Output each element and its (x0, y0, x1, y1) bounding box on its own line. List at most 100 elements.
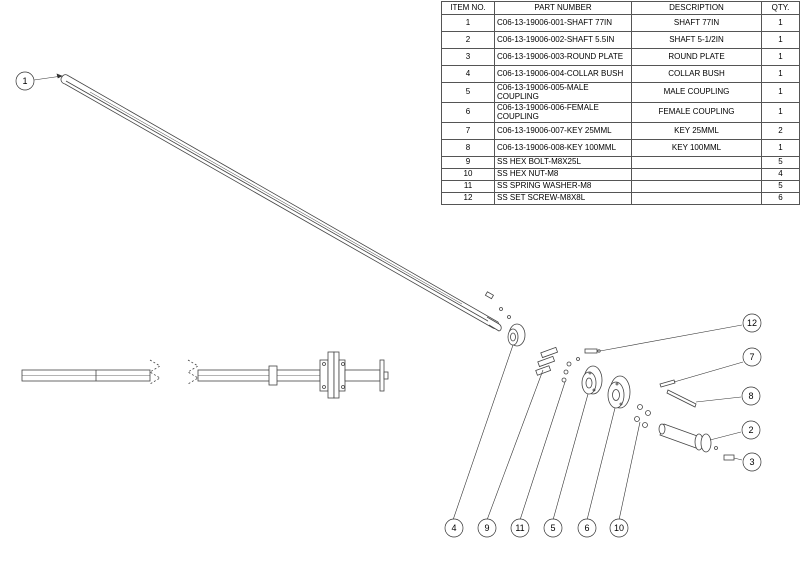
bom-item: 1 (441, 14, 495, 32)
bill-of-materials-table: ITEM NO. PART NUMBER DESCRIPTION QTY. 1 … (441, 1, 800, 205)
bom-qty: 5 (761, 156, 800, 169)
bom-header-desc: DESCRIPTION (631, 1, 762, 15)
bom-desc: SHAFT 77IN (631, 14, 762, 32)
bom-part: SS HEX BOLT-M8X25L (494, 156, 632, 169)
table-row: 6 C06-13-19006-006-FEMALE COUPLING FEMAL… (441, 102, 800, 123)
balloon-3 (742, 452, 762, 472)
set-screw-upper (484, 291, 511, 319)
bom-item: 9 (441, 156, 495, 169)
balloon-2-label: 2 (748, 425, 753, 435)
balloon-6-label: 6 (584, 523, 589, 533)
bom-part: C06-13-19006-003-ROUND PLATE (494, 48, 632, 66)
bom-part: SS HEX NUT-M8 (494, 168, 632, 181)
balloon-7 (742, 347, 762, 367)
bom-desc: COLLAR BUSH (631, 65, 762, 83)
bom-desc: FEMALE COUPLING (631, 102, 762, 123)
bom-part: C06-13-19006-005-MALE COUPLING (494, 82, 632, 103)
bom-desc (631, 192, 762, 205)
balloon-4 (444, 518, 464, 538)
bom-qty: 1 (761, 82, 800, 103)
balloon-2 (741, 420, 761, 440)
balloon-11 (510, 518, 530, 538)
short-shaft (658, 423, 704, 451)
balloon-11-label: 11 (515, 523, 524, 533)
table-row: 12 SS SET SCREW-M8X8L 6 (441, 192, 800, 205)
table-row: 11 SS SPRING WASHER-M8 5 (441, 180, 800, 193)
bom-desc: MALE COUPLING (631, 82, 762, 103)
bom-part: SS SET SCREW-M8X8L (494, 192, 632, 205)
set-screw-12 (584, 348, 601, 354)
balloon-12 (742, 313, 762, 333)
hex-nuts (634, 404, 651, 428)
bom-qty: 5 (761, 180, 800, 193)
bom-part: C06-13-19006-004-COLLAR BUSH (494, 65, 632, 83)
balloon-8 (741, 386, 761, 406)
bom-item: 3 (441, 48, 495, 66)
assembled-side-view (21, 351, 389, 399)
table-row: 5 C06-13-19006-005-MALE COUPLING MALE CO… (441, 82, 800, 103)
table-row: 8 C06-13-19006-008-KEY 100MML KEY 100MML… (441, 139, 800, 157)
round-plate (700, 433, 735, 461)
bom-part: C06-13-19006-007-KEY 25MML (494, 122, 632, 140)
bom-header-item: ITEM NO. (441, 1, 495, 15)
table-row: 4 C06-13-19006-004-COLLAR BUSH COLLAR BU… (441, 65, 800, 83)
table-row: 3 C06-13-19006-003-ROUND PLATE ROUND PLA… (441, 48, 800, 66)
bom-qty: 2 (761, 122, 800, 140)
table-row: 7 C06-13-19006-007-KEY 25MML KEY 25MML 2 (441, 122, 800, 140)
bom-qty: 1 (761, 48, 800, 66)
bom-item: 5 (441, 82, 495, 103)
female-coupling (607, 375, 631, 409)
bom-part: C06-13-19006-001-SHAFT 77IN (494, 14, 632, 32)
bom-qty: 1 (761, 139, 800, 157)
bom-header-qty: QTY. (761, 1, 800, 15)
table-row: 2 C06-13-19006-002-SHAFT 5.5IN SHAFT 5-1… (441, 31, 800, 49)
bom-part: C06-13-19006-002-SHAFT 5.5IN (494, 31, 632, 49)
balloon-7-label: 7 (749, 352, 754, 362)
bom-desc: KEY 100MML (631, 139, 762, 157)
bom-item: 11 (441, 180, 495, 193)
balloon-4-label: 4 (451, 523, 456, 533)
table-row: 9 SS HEX BOLT-M8X25L 5 (441, 156, 800, 169)
collar-bush (507, 323, 526, 347)
balloon-1-label: 1 (22, 76, 27, 86)
bom-desc (631, 156, 762, 169)
bom-qty: 1 (761, 14, 800, 32)
balloon-5 (543, 518, 563, 538)
leader-lines (33, 73, 744, 521)
balloon-3-label: 3 (749, 457, 754, 467)
bom-desc (631, 168, 762, 181)
balloon-12-label: 12 (747, 318, 757, 328)
bom-part: SS SPRING WASHER-M8 (494, 180, 632, 193)
long-shaft-77in (60, 74, 502, 332)
bom-header-part: PART NUMBER (494, 1, 632, 15)
bom-header-row: ITEM NO. PART NUMBER DESCRIPTION QTY. (441, 1, 800, 15)
bom-qty: 1 (761, 65, 800, 83)
male-coupling (581, 365, 603, 395)
bom-qty: 4 (761, 168, 800, 181)
hex-bolts (535, 346, 559, 376)
bom-desc: ROUND PLATE (631, 48, 762, 66)
table-row: 10 SS HEX NUT-M8 4 (441, 168, 800, 181)
balloon-9-label: 9 (484, 523, 489, 533)
bom-desc (631, 180, 762, 193)
bom-part: C06-13-19006-006-FEMALE COUPLING (494, 102, 632, 123)
balloon-10-label: 10 (614, 523, 624, 533)
bom-desc: SHAFT 5-1/2IN (631, 31, 762, 49)
bom-qty: 1 (761, 31, 800, 49)
balloon-9 (477, 518, 497, 538)
balloon-1 (15, 71, 35, 91)
balloon-8-label: 8 (748, 391, 753, 401)
keys (659, 379, 697, 408)
balloon-10 (609, 518, 629, 538)
bom-qty: 1 (761, 102, 800, 123)
bom-item: 6 (441, 102, 495, 123)
bom-part: C06-13-19006-008-KEY 100MML (494, 139, 632, 157)
spring-washers (561, 357, 580, 383)
bom-item: 7 (441, 122, 495, 140)
bom-qty: 6 (761, 192, 800, 205)
bom-item: 4 (441, 65, 495, 83)
bom-item: 10 (441, 168, 495, 181)
bom-item: 2 (441, 31, 495, 49)
bom-item: 8 (441, 139, 495, 157)
